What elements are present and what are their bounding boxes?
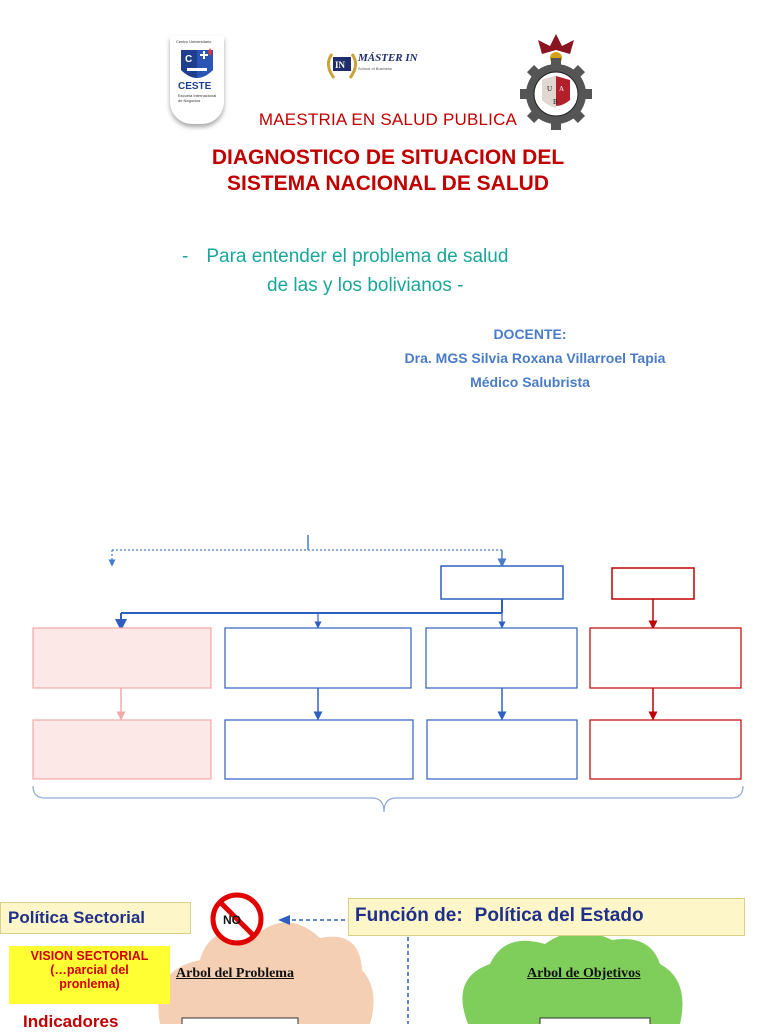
mid-connector [115,599,658,631]
seal-letter-a: A [559,85,564,93]
no-sign-text: NO [223,913,241,927]
vision-line-2: (…parcial del [50,963,129,977]
politica-estado-label: Política del Estado [474,905,644,926]
title-line-2: SISTEMA NACIONAL DE SALUD [226,172,549,195]
diagram-box-top-blue [440,565,564,600]
ceste-subtext: Escuela Internacional de Negocios [178,93,217,103]
program-name: MAESTRIA EN SALUD PUBLICA [258,110,518,129]
funcion-de-label: Función de: [355,905,463,926]
subtitle-line-1: -Para entender el problema de salud [182,246,508,268]
master-mark: IN [335,60,346,70]
funcion-politica-estado-box: Función de: Política del Estado [348,898,745,936]
teacher-role: Médico Salubrista [470,374,590,390]
bottom-brace [32,785,744,813]
vision-sectorial-box: VISION SECTORIAL (…parcial del pronlema) [9,946,170,1004]
subtitle-dash: - [182,246,189,267]
seal-letter-b: B [553,98,558,106]
arbol-problema-label: Arbol del Problema [176,966,294,981]
laurel-icon: IN [327,53,357,79]
vision-line-1: VISION SECTORIAL [30,949,149,963]
diagram-box-low-3 [426,719,578,780]
objectives-tree-canopy [462,931,683,1024]
ceste-name: CESTE [178,81,212,92]
diagram-box-low-2 [224,719,414,780]
master-in-tag: School of Business [358,66,393,71]
seal-letter-u: U [547,85,552,93]
diagram-box-low-4 [589,719,742,780]
university-seal-icon: U A B [520,34,592,130]
ceste-logo: Centro Universitario C CESTE Escuela Int… [170,36,224,124]
teacher-label: DOCENTE: [493,326,567,342]
problem-tree-canopy [158,922,374,1024]
diagram-box-top-red [611,567,695,600]
subtitle-text-1: Para entender el problema de salud [206,246,509,267]
flow-diagram [32,535,744,813]
diagram-box-mid-2 [224,627,412,689]
teacher-name: Dra. MGS Silvia Roxana Villarroel Tapia [404,350,666,366]
ceste-crest-icon: C [181,48,213,78]
trees-area: NO [158,892,683,1024]
ceste-top-text: Centro Universitario [176,39,212,44]
arbol-objetivos-label: Arbol de Objetivos [527,966,641,981]
svg-text:C: C [185,54,192,65]
diagram-box-low-1 [32,719,212,780]
diagram-box-mid-4 [589,627,742,689]
lower-connectors [116,688,658,721]
diagram-box-mid-1 [32,627,212,689]
no-sign-icon: NO [210,892,264,946]
master-in-name: MÁSTER IN [358,52,418,64]
title-line-1: DIAGNOSTICO DE SITUACION DEL [211,146,565,169]
top-connector [108,535,507,568]
master-in-logo: IN MÁSTER IN School of Business [326,48,426,82]
diagram-box-mid-3 [425,627,578,689]
subtitle-line-2: de las y los bolivianos - [267,275,464,296]
indicadores-label: Indicadores [23,1012,119,1031]
vision-line-3: pronlema) [59,977,120,991]
politica-sectorial-box: Política Sectorial [0,902,191,934]
